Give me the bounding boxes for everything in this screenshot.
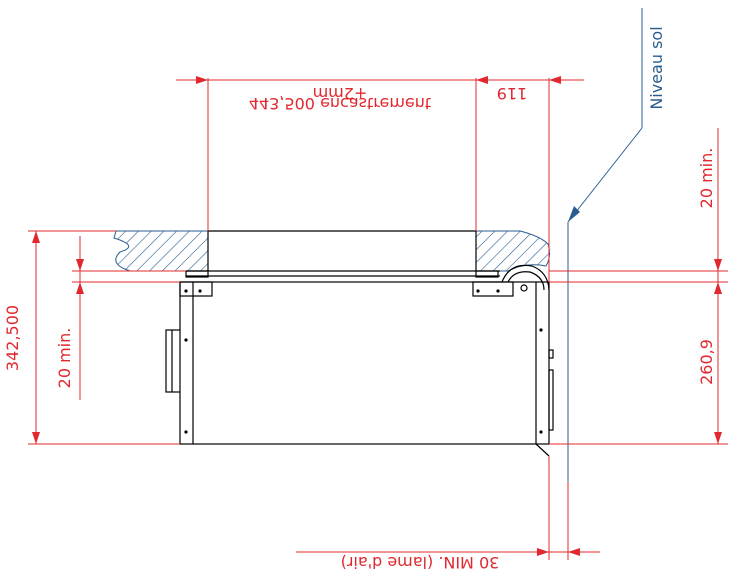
flange-dimension-label: 119	[497, 84, 528, 103]
left-dimensions	[28, 230, 186, 445]
bottom-dimension	[296, 456, 600, 560]
right-height-label: 260,9	[697, 339, 716, 385]
ground-level	[567, 8, 643, 482]
right-dimensions	[549, 128, 728, 445]
right-min-label: 20 min.	[697, 148, 716, 209]
unit-body	[165, 264, 554, 457]
top-dimension	[176, 76, 584, 282]
floor-slab-left	[113, 230, 209, 272]
floor-slab-right	[475, 230, 551, 272]
left-min-label: 20 min.	[55, 328, 74, 389]
cover-frame	[185, 230, 500, 278]
niveau-sol-label: Niveau sol	[647, 26, 666, 109]
left-height-label: 342,500	[3, 305, 22, 371]
air-gap-label: 30 MIN. (lame d'air)	[341, 553, 500, 572]
width-dimension-label: 443,500 encastrement	[249, 94, 431, 113]
width-tolerance-label: +2mm	[313, 84, 368, 103]
